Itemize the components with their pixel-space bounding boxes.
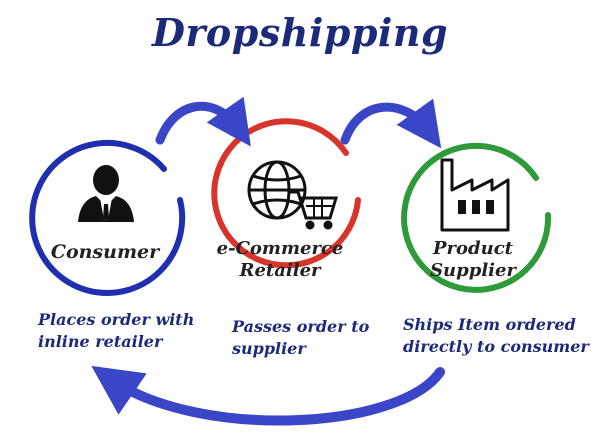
diagram-title: Dropshipping — [151, 10, 449, 55]
supplier-label: Product Supplier — [430, 238, 516, 281]
consumer-description: Places order with inline retailer — [38, 310, 195, 351]
flow-arrow-supplier-to-consumer — [91, 365, 445, 426]
consumer-circle — [29, 139, 186, 296]
retailer-label: e-Commerce Retailer — [216, 238, 344, 281]
retailer-circle — [211, 118, 361, 269]
flow-arrow-retailer-to-supplier — [340, 98, 442, 149]
businessman-icon — [78, 165, 134, 222]
factory-icon — [440, 158, 510, 232]
supplier-description: Ships Item ordered directly to consumer — [403, 315, 589, 356]
supplier-circle — [401, 142, 552, 293]
retailer-description: Passes order to supplier — [232, 317, 370, 358]
flow-arrow-consumer-to-retailer — [155, 96, 251, 147]
globe-cart-icon — [247, 160, 339, 230]
consumer-label: Consumer — [50, 241, 160, 263]
